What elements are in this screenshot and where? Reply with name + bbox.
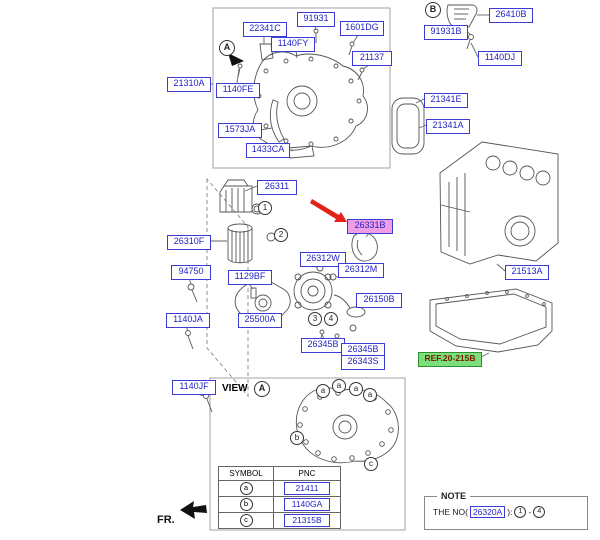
view-symbol-b: b xyxy=(290,431,304,445)
symbol-b-circle: b xyxy=(239,498,253,511)
part-label-25500a[interactable]: 25500A xyxy=(238,313,282,328)
highlight-arrow xyxy=(310,199,347,222)
note-range-from: 1 xyxy=(514,506,527,518)
view-symbol-a-4: a xyxy=(363,388,377,402)
part-label-21341e[interactable]: 21341E xyxy=(424,93,468,108)
oil-pump-drawing xyxy=(293,232,378,346)
part-label-26410b[interactable]: 26410B xyxy=(489,8,533,23)
view-a-direction-arrow xyxy=(228,53,244,66)
view-a-cover-drawing xyxy=(295,387,399,464)
part-label-1140jf[interactable]: 1140JF xyxy=(172,380,216,395)
filter-group-dashed-box xyxy=(206,177,249,398)
table-row: b 1140GA xyxy=(218,496,341,513)
engine-block-drawing xyxy=(439,141,559,265)
note-range-to: 4 xyxy=(533,506,546,518)
note-text: THE NO( 26320A ): 1 - 4 xyxy=(425,497,587,518)
fr-label: FR. xyxy=(157,514,175,526)
pnc-21315b[interactable]: 21315B xyxy=(284,514,330,527)
part-label-26345b[interactable]: 26345B xyxy=(301,338,345,353)
view-a-marker: A xyxy=(219,40,235,56)
symbol-pnc-table: SYMBOL PNC a 21411 b 1140GA c 21315B xyxy=(218,466,341,529)
view-symbol-c: c xyxy=(364,457,378,471)
part-label-26312w[interactable]: 26312W xyxy=(300,252,346,267)
pnc-1140ga[interactable]: 1140GA xyxy=(284,498,330,511)
view-symbol-a-2: a xyxy=(332,379,346,393)
fr-direction-arrow xyxy=(180,501,207,519)
note-box: NOTE THE NO( 26320A ): 1 - 4 xyxy=(424,491,588,530)
part-label-26312m[interactable]: 26312M xyxy=(338,263,384,278)
view-a-box xyxy=(209,377,406,531)
view-symbol-a-1: a xyxy=(316,384,330,398)
part-label-21137[interactable]: 21137 xyxy=(352,51,392,66)
part-label-21310a[interactable]: 21310A xyxy=(167,77,211,92)
table-row: a 21411 xyxy=(218,480,341,497)
part-label-91931b[interactable]: 91931B xyxy=(424,25,468,40)
part-label-1573ja[interactable]: 1573JA xyxy=(218,123,262,138)
view-title-text: VIEW xyxy=(222,383,248,394)
part-label-26310f[interactable]: 26310F xyxy=(167,235,211,250)
top-group-box xyxy=(212,7,391,169)
part-label-1140ja[interactable]: 1140JA xyxy=(166,313,210,328)
view-symbol-a-3: a xyxy=(349,382,363,396)
view-a-title: VIEW xyxy=(222,383,248,394)
pnc-21411[interactable]: 21411 xyxy=(284,482,330,495)
part-label-1601dg[interactable]: 1601DG xyxy=(340,21,384,36)
symbol-c-circle: c xyxy=(239,514,253,527)
callout-circle-4: 4 xyxy=(324,312,338,326)
part-label-21513a[interactable]: 21513A xyxy=(505,265,549,280)
pnc-header: PNC xyxy=(273,466,341,481)
symbol-a-circle: a xyxy=(239,482,253,495)
callout-circle-2: 2 xyxy=(274,228,288,242)
part-label-1129bf[interactable]: 1129BF xyxy=(228,270,272,285)
note-part-26320a[interactable]: 26320A xyxy=(469,506,506,518)
part-label-26331b-highlighted[interactable]: 26331B xyxy=(347,219,393,234)
part-label-1140fy[interactable]: 1140FY xyxy=(271,37,315,52)
ref-link-20-215b[interactable]: REF.20-215B xyxy=(418,352,482,367)
part-label-91931[interactable]: 91931 xyxy=(297,12,335,27)
view-b-marker: B xyxy=(425,2,441,18)
note-dash: - xyxy=(528,507,532,517)
part-label-26311[interactable]: 26311 xyxy=(257,180,297,195)
view-a-title-marker: A xyxy=(254,381,270,397)
callout-circle-3: 3 xyxy=(308,312,322,326)
part-label-21341a[interactable]: 21341A xyxy=(426,119,470,134)
part-label-94750[interactable]: 94750 xyxy=(171,265,211,280)
symbol-header: SYMBOL xyxy=(218,466,274,481)
note-prefix: THE NO( xyxy=(433,507,468,517)
part-label-1140dj[interactable]: 1140DJ xyxy=(478,51,522,66)
part-label-1433ca[interactable]: 1433CA xyxy=(246,143,290,158)
oil-pan-drawing xyxy=(429,288,553,353)
note-title: NOTE xyxy=(437,491,471,501)
oil-jet-detail-drawing xyxy=(446,4,478,50)
note-close: ): xyxy=(507,507,513,517)
table-row: c 21315B xyxy=(218,512,341,529)
part-label-1140fe[interactable]: 1140FE xyxy=(216,83,260,98)
part-label-26150b[interactable]: 26150B xyxy=(356,293,402,308)
part-label-22341c[interactable]: 22341C xyxy=(243,22,287,37)
part-label-26343s[interactable]: 26343S xyxy=(341,355,385,370)
callout-circle-1: 1 xyxy=(258,201,272,215)
gasket-drawing xyxy=(391,97,425,155)
